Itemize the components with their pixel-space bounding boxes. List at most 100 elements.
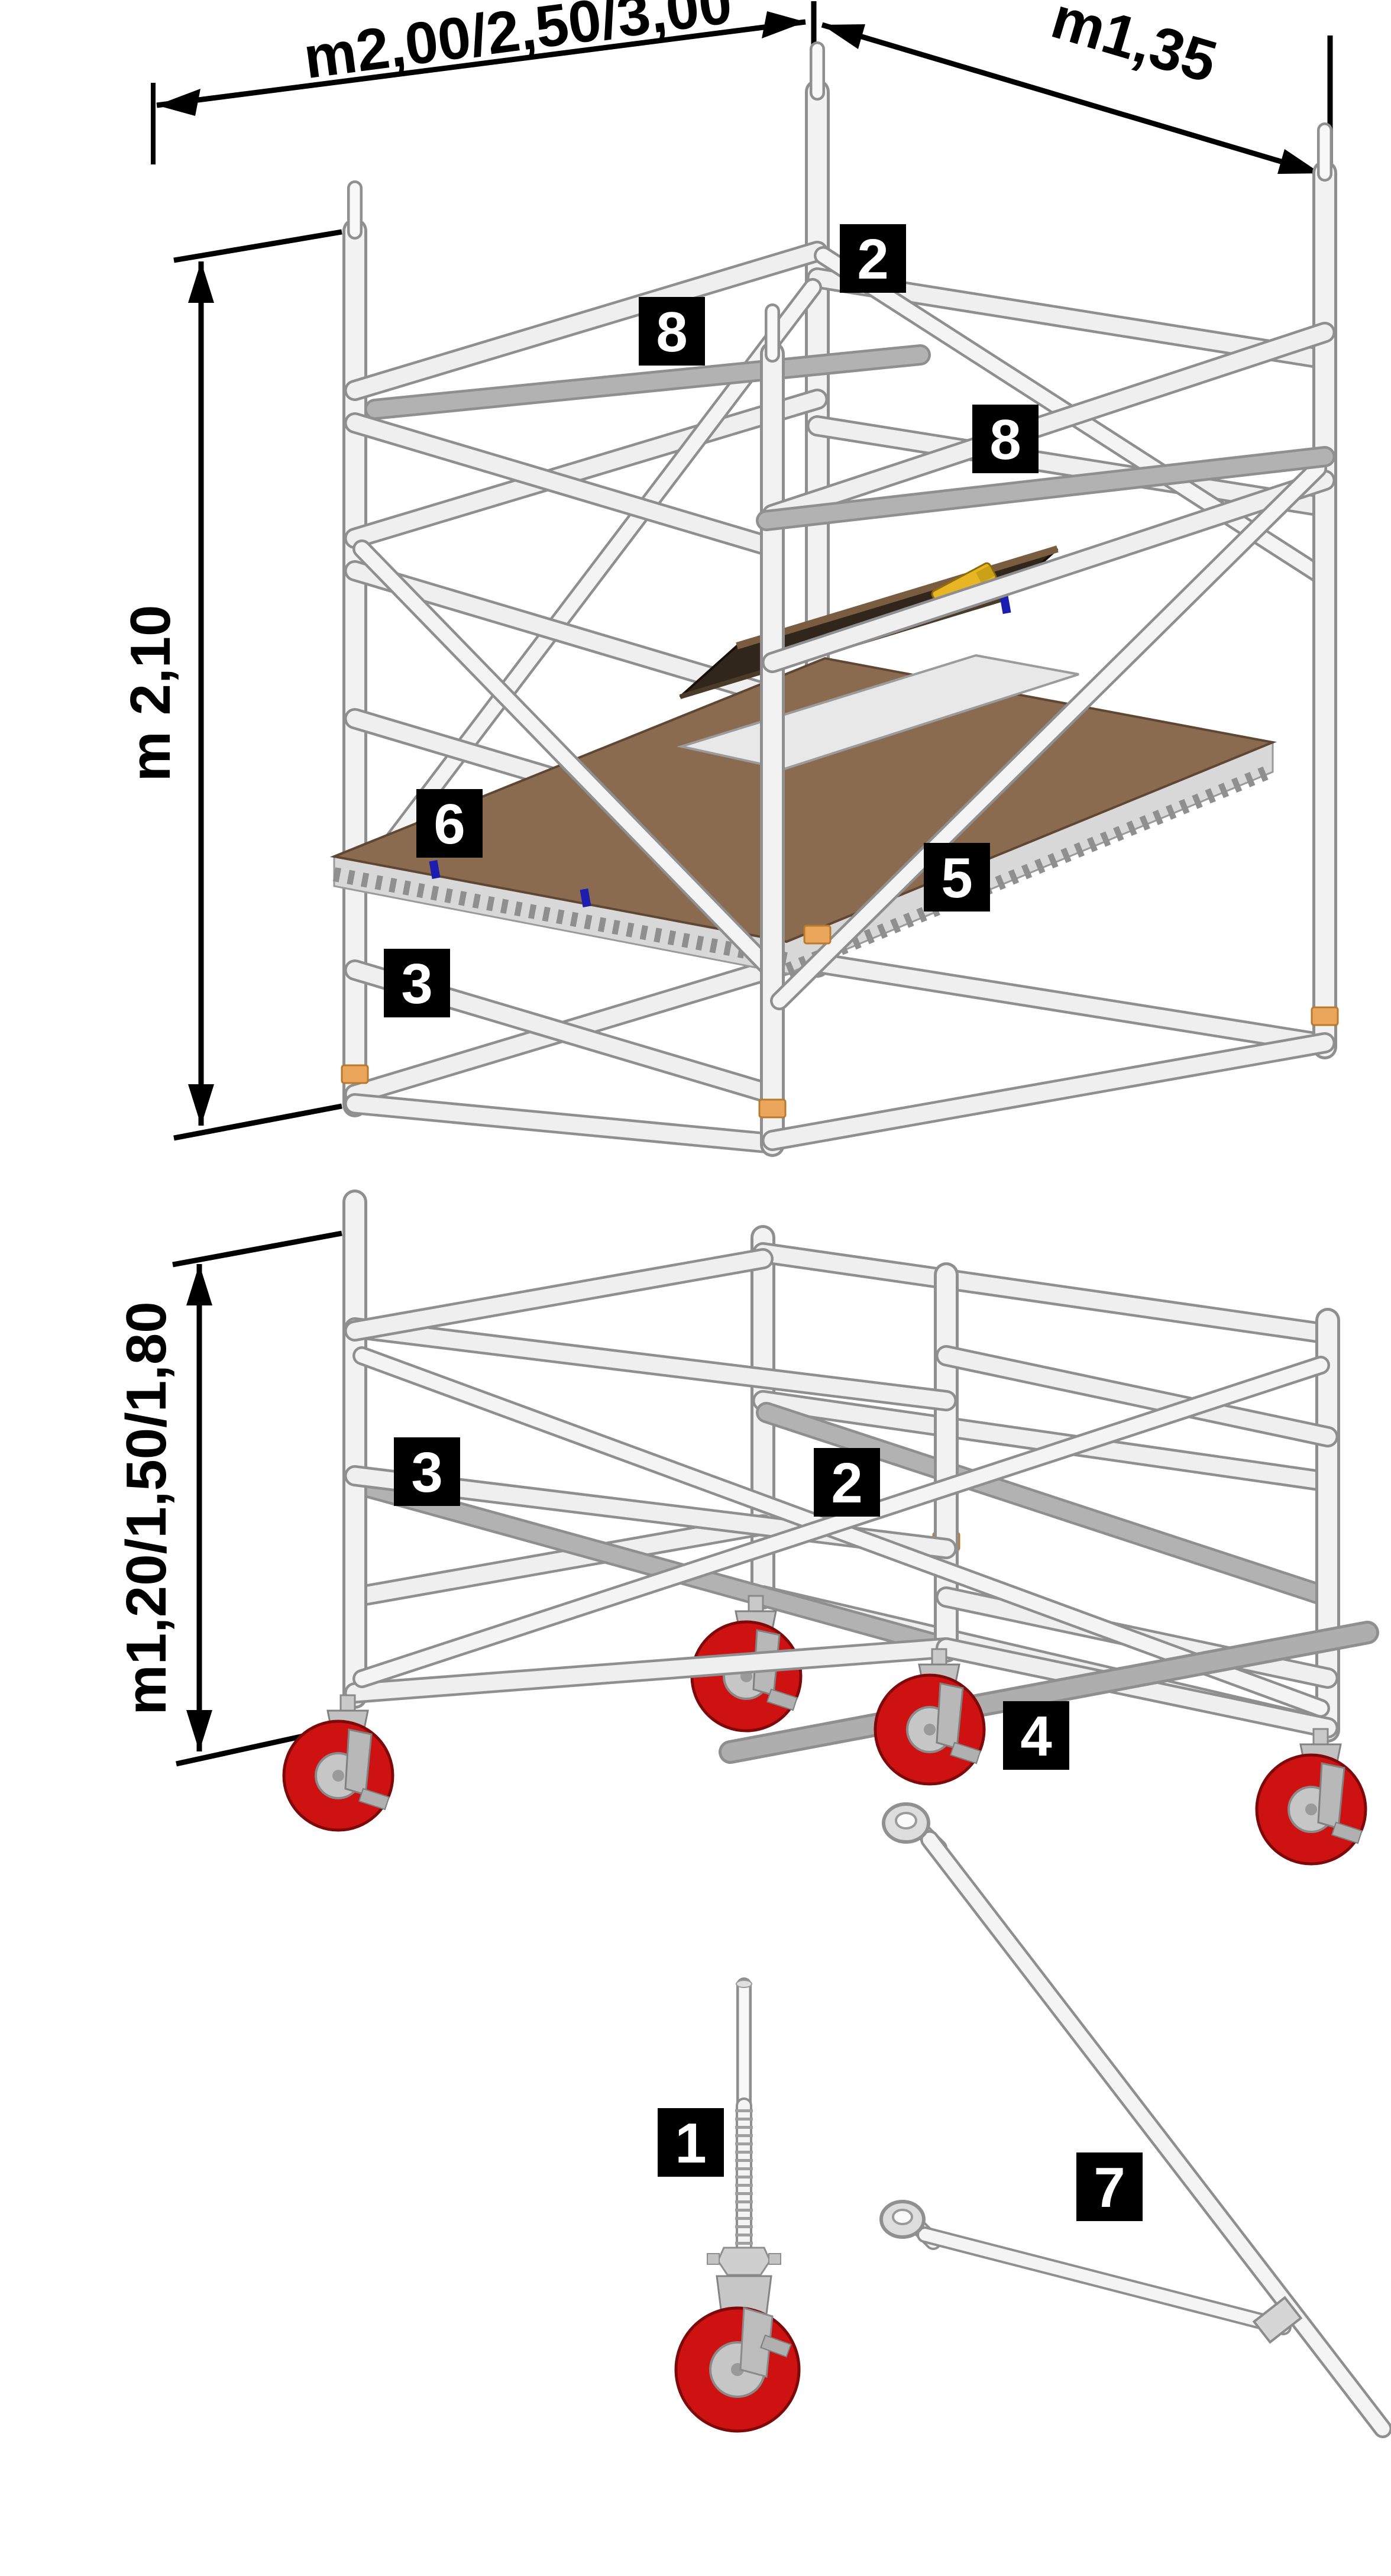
tube-rail-rear-mid	[344, 389, 828, 549]
arrowhead-up-icon	[188, 261, 214, 303]
caster-axle	[332, 1770, 344, 1782]
arrowhead-left-icon	[822, 24, 865, 49]
dimension-line	[156, 19, 806, 108]
connector-band	[758, 1098, 787, 1119]
jack-adjusting-nut	[717, 2247, 771, 2276]
stabiliser-clamp-ring-lower-hole	[892, 2209, 913, 2225]
tube-rail-front-bottom	[344, 1637, 957, 1704]
tag-number: 8	[656, 300, 687, 364]
tag-diagonal-brace-upper: 2	[840, 224, 906, 293]
tube-brace-rear	[354, 278, 822, 890]
caster-brake-pedal	[949, 1741, 982, 1764]
tag-platform-frame: 5	[924, 843, 990, 912]
connector-band	[803, 925, 832, 945]
caster-brake-pedal	[1331, 1821, 1363, 1844]
tube-rung-right-1	[936, 1345, 1338, 1447]
caster-wheel	[282, 1694, 394, 1832]
tag-horizontal-brace-a: 8	[639, 297, 705, 366]
tag-number: 5	[941, 846, 972, 910]
tag-box	[1076, 2152, 1143, 2221]
tube-hbrace-low-1	[348, 1474, 952, 1656]
tube-rung-left-top	[344, 1248, 774, 1342]
upper-unit-rear-frame	[342, 41, 1335, 1117]
tube-rail-rear-1	[752, 1242, 1338, 1344]
dimension-label-base-height: m1,20/1,50/1,80	[115, 1301, 178, 1715]
upper-unit-front-frame	[344, 122, 1337, 1157]
dimension-label-upper-height: m 2,10	[119, 605, 182, 782]
jack-fork-plate	[739, 2307, 774, 2378]
tag-number: 3	[401, 952, 432, 1016]
tag-number: 3	[411, 1441, 442, 1504]
tube-brace-x2	[352, 1356, 1330, 1688]
dimension-extension-line-top	[172, 1230, 342, 1268]
tag-box	[972, 405, 1039, 473]
deck-clip-blue	[999, 595, 1011, 614]
tube-stab-long	[920, 1830, 1391, 2438]
tag-box	[840, 224, 906, 293]
tube-rung-left-2	[344, 560, 783, 706]
dimension-top-depth: m1,35	[821, 0, 1333, 176]
tube-rung-left-bottom	[344, 1093, 783, 1154]
tube-rail-right-bottom	[936, 1637, 1338, 1738]
tube-hbrace-4	[719, 1621, 1379, 1764]
tube-rail-front-1	[344, 1317, 957, 1411]
dimension-extension-line-bottom	[173, 1103, 342, 1141]
part-number-tags: 2 8 8 6 5 3 3 2 4 1	[384, 224, 1143, 2221]
tag-box	[1003, 1701, 1069, 1770]
jack-tube-cap	[736, 1980, 752, 1988]
dimension-base-height: m1,20/1,50/1,80	[115, 1230, 342, 1767]
jack-brake-lever	[760, 2334, 792, 2358]
hatch-lid-rim	[736, 545, 1059, 649]
tag-number: 8	[989, 408, 1021, 471]
stabiliser-part	[879, 1802, 1391, 2438]
tube-hbrace-8b	[756, 446, 1335, 531]
tube-brace-x1	[352, 1346, 1330, 1718]
deck-skirt-teeth-right	[785, 763, 1276, 977]
base-unit-front-frame	[342, 1190, 1379, 1764]
arrowhead-down-icon	[186, 1710, 212, 1751]
tag-box	[394, 1437, 460, 1506]
dimension-label-length: m2,00/2,50/3,00	[300, 0, 736, 91]
dimension-line	[821, 22, 1322, 176]
arrowhead-down-icon	[188, 1084, 214, 1126]
tube-rail-rear-bottom	[344, 945, 828, 1105]
tag-platform-deck: 6	[416, 789, 483, 858]
tube-rung-back-2	[807, 415, 1335, 518]
tag-box	[814, 1448, 880, 1517]
tag-box	[416, 789, 483, 858]
tag-number: 2	[857, 228, 888, 291]
deck-skirt-teeth-left	[332, 867, 788, 967]
tube-rung-left-low	[344, 1514, 774, 1608]
caster-brake-pedal	[358, 1788, 390, 1811]
tag-number: 1	[675, 2112, 706, 2175]
tag-number: 2	[831, 1452, 862, 1515]
dimension-label-depth: m1,35	[1044, 0, 1224, 95]
tube-rung-back-bottom	[807, 952, 1335, 1055]
caster-axle	[924, 1724, 936, 1735]
levelling-jack-part	[674, 1977, 801, 2433]
jack-nut-wing-left	[707, 2253, 720, 2265]
dimension-extension-line-top	[173, 229, 342, 263]
deck-top-surface	[329, 657, 1277, 943]
tag-horizontal-rail-upper: 3	[384, 949, 450, 1017]
tag-stabiliser: 7	[1076, 2152, 1143, 2221]
tag-plan-brace: 4	[1003, 1701, 1069, 1770]
tag-number: 6	[434, 793, 465, 856]
stabiliser-junction-sleeve	[1252, 2296, 1303, 2344]
caster-axle	[1305, 1803, 1317, 1815]
jack-nut-wing-right	[768, 2253, 781, 2265]
arrowhead-right-icon	[1277, 149, 1321, 174]
dimension-upper-height: m 2,10	[119, 229, 342, 1141]
tube-brace-front	[770, 459, 1327, 1010]
caster-stem	[339, 1694, 356, 1713]
arrowhead-up-icon	[186, 1264, 212, 1305]
tube-rung-left-1	[344, 412, 783, 558]
connector-band	[341, 1064, 369, 1084]
base-unit-casters	[282, 1648, 1367, 1866]
connector-band	[1311, 1006, 1339, 1026]
tube-rail-rear-top	[344, 241, 828, 401]
stabiliser-tubes	[910, 1823, 1391, 2438]
tag-number: 4	[1020, 1705, 1052, 1768]
